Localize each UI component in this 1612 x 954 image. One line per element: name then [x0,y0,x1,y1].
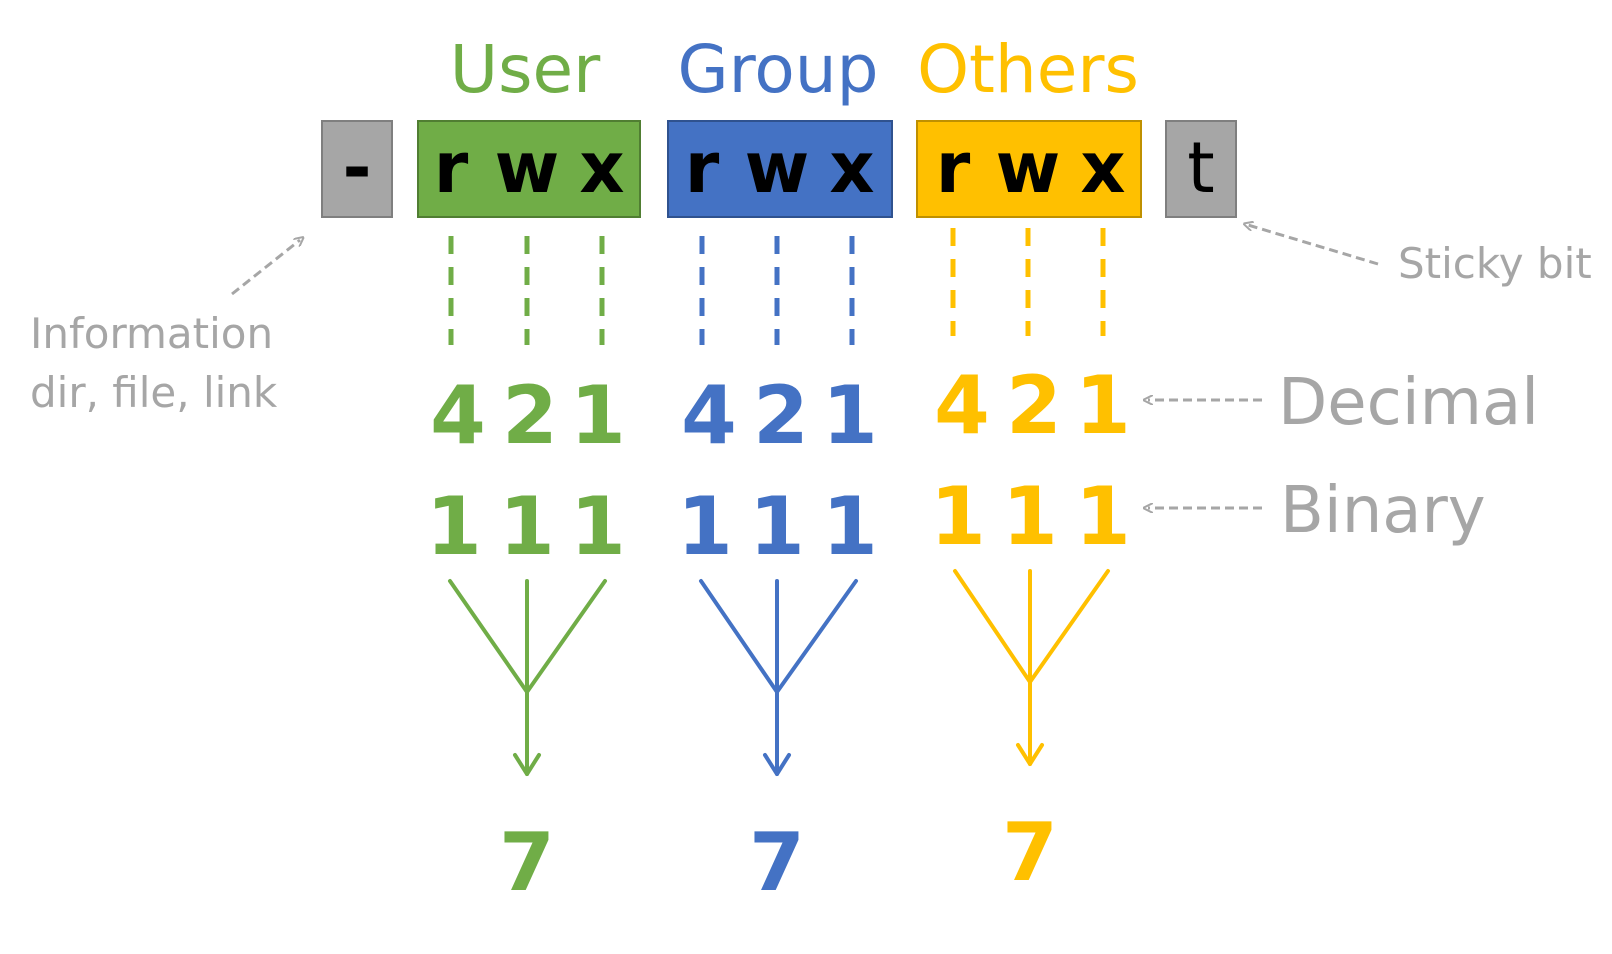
group-dashed-connectors [699,236,855,345]
others-binary-3: 1 [1075,470,1131,563]
information-sublabel: dir, file, link [30,368,278,417]
others-binary-2: 1 [1002,470,1058,563]
user-perm-w: w [495,127,560,209]
others-perm-x: x [1080,127,1125,209]
information-pointer-arrow [231,240,300,296]
binary-label: Binary [1280,474,1486,548]
group-perm-w: w [745,127,810,209]
group-perm-x: x [829,127,874,209]
group-perm-r: r [685,127,720,209]
user-heading: User [450,31,601,108]
user-decimal-1: 1 [570,369,626,462]
user-binary-1: 1 [426,480,482,573]
user-perm-r: r [434,127,469,209]
user-binary-2: 1 [499,480,555,573]
others-perm-r: r [936,127,971,209]
group-sum-arrow [699,579,858,776]
user-permission-box [417,120,641,218]
group-decimal-4: 4 [681,369,737,462]
others-decimal-2: 2 [1006,359,1062,452]
group-binary-2: 1 [749,480,805,573]
group-binary-1: 1 [677,480,733,573]
others-perm-w: w [996,127,1061,209]
user-dashed-connectors [448,236,605,345]
user-binary-3: 1 [570,480,626,573]
file-type-char: - [342,127,371,209]
user-perm-x: x [579,127,624,209]
special-bit-char: t [1187,127,1214,209]
others-permission-box [916,120,1142,218]
user-decimal-2: 2 [502,369,558,462]
sticky-bit-pointer-arrow [1248,225,1379,266]
decimal-label: Decimal [1278,366,1539,440]
group-decimal-2: 2 [753,369,809,462]
group-permission-box [667,120,893,218]
user-octal-result: 7 [499,816,555,909]
others-dashed-connectors [950,228,1106,336]
group-octal-result: 7 [749,816,805,909]
special-bit-box [1165,120,1237,218]
group-binary-3: 1 [822,480,878,573]
others-sum-arrow [953,569,1110,766]
others-binary-1: 1 [930,470,986,563]
user-decimal-4: 4 [430,369,486,462]
sticky-bit-label: Sticky bit [1398,239,1592,288]
user-sum-arrow [448,579,607,776]
others-decimal-4: 4 [934,359,990,452]
information-label: Information [30,309,273,358]
file-type-box [321,120,393,218]
group-heading: Group [678,31,879,108]
group-decimal-1: 1 [822,369,878,462]
others-decimal-1: 1 [1075,359,1131,452]
others-heading: Others [917,31,1139,108]
others-octal-result: 7 [1002,806,1058,899]
